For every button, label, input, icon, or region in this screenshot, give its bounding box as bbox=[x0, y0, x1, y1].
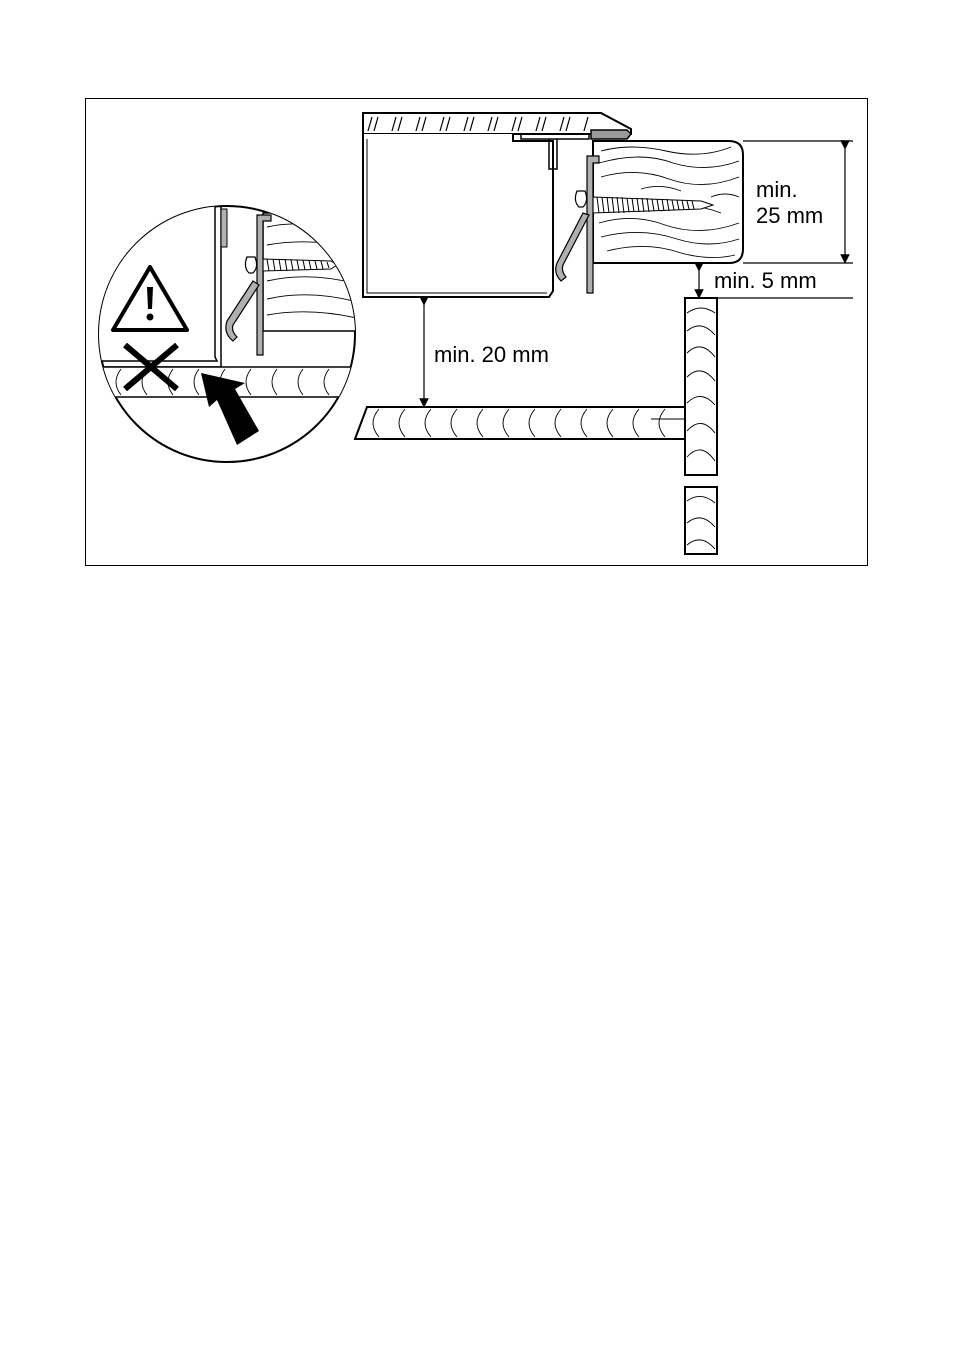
label-min-20: min. 20 mm bbox=[434, 342, 549, 367]
cabinet-side-panel bbox=[685, 298, 717, 554]
mounting-bracket bbox=[556, 156, 599, 293]
label-min-5: min. 5 mm bbox=[714, 268, 817, 293]
label-min-25-line2: 25 mm bbox=[756, 203, 823, 228]
cabinet-shelf bbox=[355, 407, 685, 439]
appliance-body bbox=[363, 134, 589, 297]
installation-figure: min. 25 mm min. 5 mm min. 20 mm bbox=[85, 98, 868, 566]
worktop-wood-block bbox=[593, 141, 743, 263]
installation-diagram: min. 25 mm min. 5 mm min. 20 mm bbox=[86, 99, 869, 567]
label-min-25-line1: min. bbox=[756, 177, 798, 202]
